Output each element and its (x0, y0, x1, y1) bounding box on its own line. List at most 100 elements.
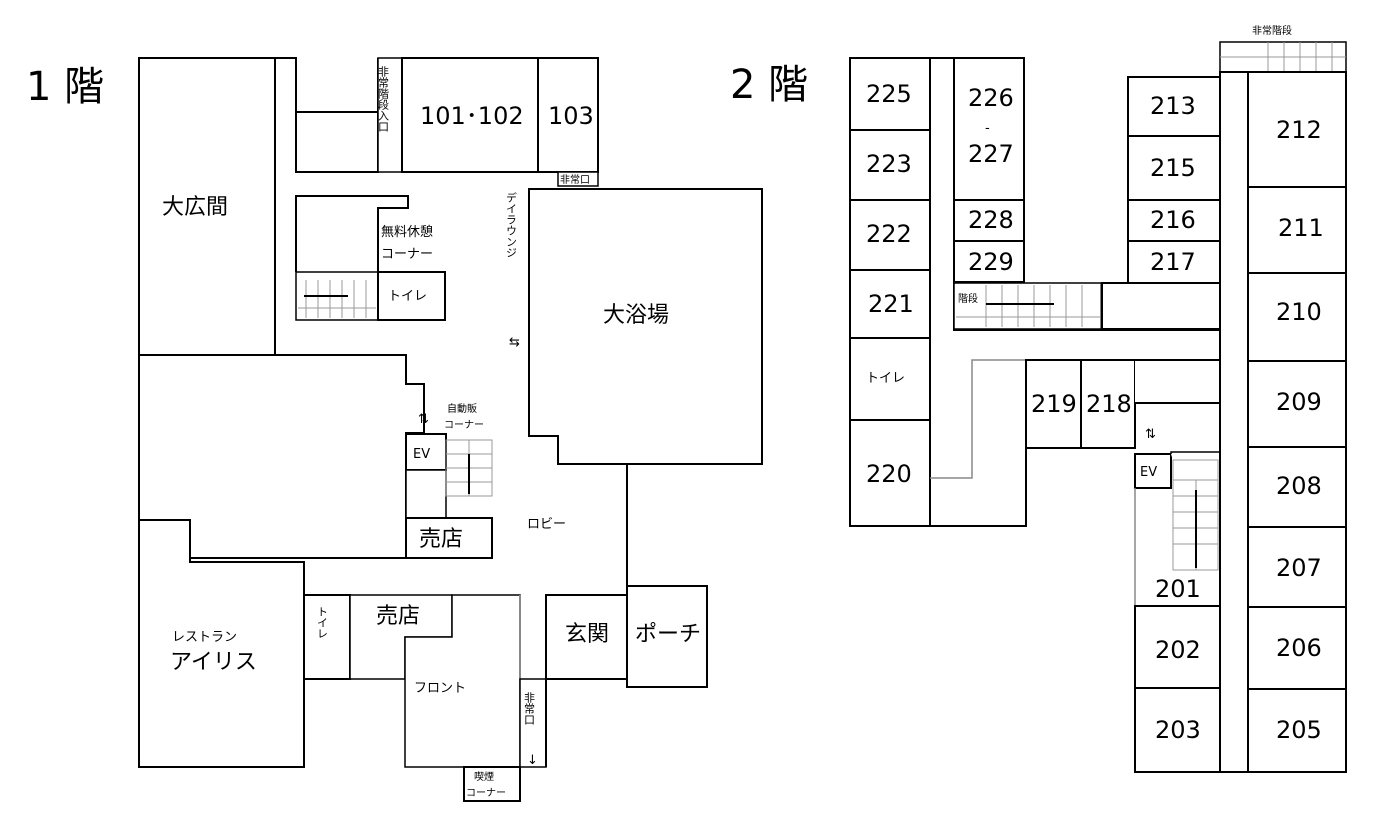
stairs-2f-small-label: 階段 (958, 292, 978, 305)
shop-lower-label: 売店 (376, 604, 420, 629)
room-great-hall[interactable] (138, 57, 276, 356)
emergency-stairs-entry (377, 57, 403, 173)
shop-upper[interactable] (405, 517, 493, 559)
room-228[interactable] (953, 199, 1025, 242)
emergency-exit-front-label: 非常口 (523, 692, 536, 725)
entrance-label: 玄関 (565, 622, 609, 647)
room-220-label: 220 (866, 460, 912, 488)
room-226-227-label-b: - (985, 121, 990, 136)
floor-2-plan: 2 階 非常階段 225 223 222 221 トイレ 220 226 - 2… (730, 24, 1347, 773)
room-226-227-label-c: 227 (968, 140, 1014, 168)
stairs-2f-upper (953, 282, 1103, 330)
porch-label: ポーチ (635, 622, 701, 647)
room-203-label: 203 (1155, 716, 1201, 744)
room-225-label: 225 (866, 80, 912, 108)
exit-arrow-icon: ↓ (527, 753, 538, 768)
room-213-label: 213 (1150, 92, 1196, 120)
room-212-label: 212 (1276, 116, 1322, 144)
corridor-2f-right (1219, 71, 1249, 773)
room-208[interactable] (1247, 446, 1347, 528)
room-212[interactable] (1247, 71, 1347, 188)
room-208-label: 208 (1276, 472, 1322, 500)
room-103-label: 103 (548, 102, 594, 130)
room-211[interactable] (1247, 186, 1347, 274)
room-small-2f (1135, 359, 1221, 404)
room-218-label: 218 (1086, 390, 1132, 418)
room-big-bath[interactable] (528, 188, 763, 465)
emergency-exit-side-label: 非常口 (560, 173, 590, 186)
toilet-lower-label: トイレ (316, 606, 329, 639)
room-209[interactable] (1247, 360, 1347, 448)
elevator-2f[interactable] (1134, 453, 1172, 489)
vending-label-2: コーナー (444, 419, 484, 431)
room-223[interactable] (849, 129, 931, 201)
room-220[interactable] (849, 419, 931, 527)
room-103[interactable] (537, 57, 599, 173)
room-203[interactable] (1134, 687, 1221, 773)
room-221[interactable] (849, 269, 931, 339)
smoking-label-2: コーナー (466, 787, 506, 799)
toilet-2f[interactable] (849, 337, 931, 421)
room-222[interactable] (849, 199, 931, 271)
room-219[interactable] (1025, 359, 1082, 449)
room-219-label: 219 (1031, 390, 1077, 418)
room-226-227[interactable] (953, 57, 1025, 201)
toilet-upper-label: トイレ (388, 289, 427, 304)
floor-2-title: 2 階 (730, 62, 808, 108)
room-222-label: 222 (866, 220, 912, 248)
room-205[interactable] (1247, 688, 1347, 773)
room-101-102-label: 101･102 (420, 102, 524, 130)
room-small-upper (295, 111, 379, 173)
room-229-label: 229 (968, 248, 1014, 276)
room-209-label: 209 (1276, 388, 1322, 416)
smoking-corner[interactable] (463, 766, 521, 802)
porch[interactable] (626, 585, 708, 688)
room-221-label: 221 (868, 290, 914, 318)
restaurant-label-2: アイリス (170, 650, 257, 675)
toilet-upper[interactable] (377, 271, 446, 321)
stairs-2f-upper-steps (956, 285, 1100, 327)
room-big-bath-label: 大浴場 (603, 303, 669, 328)
room-206-label: 206 (1276, 634, 1322, 662)
entrance[interactable] (545, 594, 628, 767)
free-rest-label-1: 無料休憩 (381, 224, 433, 240)
room-207-label: 207 (1276, 554, 1322, 582)
emergency-exit-front (519, 678, 547, 768)
arrow-icon: ⇆ (509, 335, 520, 350)
room-206[interactable] (1247, 606, 1347, 690)
up-down-icon: ⇅ (418, 412, 429, 427)
room-226-227-label-a: 226 (968, 84, 1014, 112)
room-213[interactable] (1127, 76, 1221, 137)
emergency-stairs-2f-steps (1220, 42, 1346, 72)
room-211-label: 211 (1278, 214, 1324, 242)
room-229[interactable] (953, 240, 1025, 283)
vending-label-1: 自動販 (447, 402, 477, 415)
room-217-label: 217 (1150, 248, 1196, 276)
room-restaurant[interactable] (138, 519, 305, 768)
room-216-label: 216 (1150, 206, 1196, 234)
room-215-label: 215 (1150, 154, 1196, 182)
room-228-label: 228 (968, 206, 1014, 234)
room-101-102[interactable] (401, 57, 539, 173)
corridor-2f-lower-wall (930, 447, 1135, 527)
toilet-lower[interactable] (303, 594, 351, 680)
elevator-2f-label: EV (1140, 465, 1157, 480)
day-lounge-label: デイラウンジ (505, 191, 518, 258)
floor-1-plan: 1 階 大広間 非常階段入口 101･102 103 非常口 無料休憩 コーナー… (26, 57, 763, 802)
room-225[interactable] (849, 57, 931, 131)
up-down-2f-icon: ⇅ (1145, 427, 1156, 442)
free-rest-wall (295, 195, 409, 272)
emergency-exit-side (557, 171, 599, 187)
room-218[interactable] (1080, 359, 1136, 449)
room-210-label: 210 (1276, 298, 1322, 326)
smoking-label-1: 喫煙 (474, 771, 494, 783)
elevator-1f-label: EV (413, 447, 430, 462)
emergency-stairs-label: 非常階段入口 (377, 66, 390, 132)
room-216[interactable] (1127, 199, 1221, 242)
toilet-2f-label: トイレ (866, 371, 905, 386)
free-rest-label-2: コーナー (381, 247, 433, 262)
room-205-label: 205 (1276, 716, 1322, 744)
corridor-2f-gray (930, 359, 1026, 479)
emergency-stairs-2f-label: 非常階段 (1252, 24, 1292, 37)
room-223-label: 223 (866, 150, 912, 178)
